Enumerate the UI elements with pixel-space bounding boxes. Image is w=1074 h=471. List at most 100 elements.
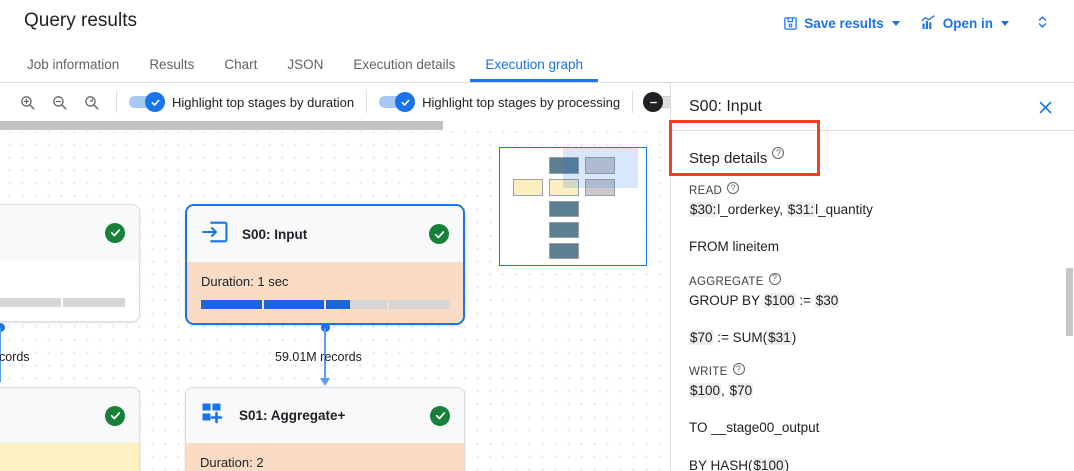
- step-details-panel: S00: Input Step details ? READ ? $30:l_o…: [670, 84, 1074, 471]
- graph-node-s00-input[interactable]: S00: Input Duration: 1 sec: [185, 204, 465, 325]
- zoom-controls: [0, 89, 104, 115]
- edge-source-dot-left: [0, 323, 5, 332]
- minimap-node: [549, 179, 579, 196]
- save-results-button[interactable]: Save results: [773, 10, 910, 37]
- edge-label-records: 59.01M records: [275, 350, 362, 364]
- duration-bar: [201, 300, 449, 309]
- minimap-node: [585, 179, 615, 196]
- minimap-node: [549, 157, 579, 174]
- minimap-viewport[interactable]: [563, 148, 638, 188]
- toggle-duration-label: Highlight top stages by duration: [172, 94, 355, 110]
- toolbar-divider: [632, 91, 634, 113]
- status-success-icon: [105, 405, 125, 426]
- tab-bar: Job information Results Chart JSON Execu…: [0, 46, 1074, 83]
- node-body: [0, 443, 139, 471]
- expand-collapse-button[interactable]: [1025, 7, 1060, 40]
- aggregate-label: AGGREGATE ?: [689, 272, 1056, 288]
- node-header: S01: Aggregate+: [186, 388, 464, 443]
- unfold-more-icon: [1035, 13, 1050, 34]
- panel-divider: [671, 130, 1074, 131]
- switch-on-icon[interactable]: [129, 92, 165, 112]
- edge-source-dot: [321, 323, 330, 332]
- node-body: Duration: 1 sec: [187, 262, 463, 323]
- step-details-heading: Step details ?: [689, 147, 1056, 167]
- node-duration: Duration: 2: [200, 455, 264, 470]
- canvas-horizontal-scrollbar[interactable]: [0, 120, 680, 131]
- node-title: S01: Aggregate+: [239, 408, 346, 423]
- write-hash: BY HASH($100): [689, 457, 790, 471]
- tab-execution-graph[interactable]: Execution graph: [470, 46, 598, 82]
- minimap-node: [549, 243, 579, 259]
- edge-label-records-clipped: ecords: [0, 350, 30, 364]
- chevron-down-icon: [1001, 20, 1009, 26]
- toggle-highlight-processing[interactable]: Highlight top stages by processing: [379, 92, 621, 112]
- edge-line-left: [0, 328, 1, 382]
- toggle-highlight-duration[interactable]: Highlight top stages by duration: [129, 92, 355, 112]
- status-success-icon: [105, 222, 125, 243]
- chevron-down-icon: [891, 20, 900, 26]
- aggregate-sum: $70 := SUM($31): [689, 329, 797, 345]
- write-label: WRITE ?: [689, 363, 1056, 378]
- edge-arrow-icon: [320, 378, 330, 386]
- panel-title: S00: Input: [689, 98, 762, 115]
- toolbar-divider: [366, 91, 368, 113]
- grid-plus-icon: [200, 401, 225, 430]
- minimap-node: [513, 179, 543, 196]
- node-header: S00: Input: [187, 206, 463, 262]
- scrollbar-thumb[interactable]: [0, 121, 443, 130]
- input-arrow-icon: [201, 220, 228, 249]
- panel-header: S00: Input: [671, 84, 1074, 130]
- open-in-button[interactable]: Open in: [910, 9, 1019, 37]
- aggregate-groupby: GROUP BY $100 := $30: [689, 292, 840, 308]
- node-header: [0, 205, 139, 260]
- zoom-reset-button[interactable]: [78, 89, 104, 115]
- graph-node-s01-aggregate[interactable]: S01: Aggregate+ Duration: 2: [185, 387, 465, 471]
- graph-node-clipped-bottom[interactable]: [0, 387, 140, 471]
- node-body: [0, 260, 139, 321]
- read-label: READ ?: [689, 182, 1056, 197]
- graph-minimap[interactable]: [499, 147, 647, 266]
- tab-chart[interactable]: Chart: [224, 56, 258, 72]
- help-icon[interactable]: ?: [732, 363, 745, 375]
- switch-on-icon[interactable]: [379, 92, 416, 112]
- close-icon[interactable]: [1032, 94, 1058, 120]
- graph-node-clipped-top[interactable]: [0, 204, 140, 322]
- step-details-label: Step details: [689, 150, 768, 167]
- help-icon[interactable]: ?: [768, 272, 781, 285]
- status-success-icon: [430, 405, 450, 426]
- status-success-icon: [429, 224, 449, 244]
- page-title: Query results: [24, 10, 137, 31]
- node-duration: Duration: 1 sec: [201, 274, 289, 289]
- from-clause: FROM lineitem: [689, 239, 780, 255]
- minimap-node: [549, 222, 579, 238]
- toolbar-divider: [116, 91, 117, 113]
- tab-job-information[interactable]: Job information: [27, 56, 120, 72]
- help-icon[interactable]: ?: [727, 182, 740, 194]
- toggle-processing-label: Highlight top stages by processing: [422, 94, 621, 110]
- tab-results[interactable]: Results: [149, 56, 195, 72]
- node-body: Duration: 2: [186, 443, 464, 471]
- node-title: S00: Input: [242, 226, 308, 242]
- read-value: $30:l_orderkey, $31:l_quantity: [689, 202, 873, 217]
- execution-graph-canvas[interactable]: S00: Input Duration: 1 sec: [0, 120, 680, 471]
- minimap-node: [549, 201, 579, 217]
- write-value: $100, $70: [689, 383, 754, 398]
- scrollbar-thumb[interactable]: [1066, 268, 1073, 336]
- open-in-label: Open in: [942, 15, 993, 31]
- zoom-out-button[interactable]: [46, 89, 72, 115]
- write-target: TO __stage00_output: [689, 420, 820, 436]
- page-header: Query results Save results: [0, 0, 1074, 46]
- zoom-in-button[interactable]: [14, 89, 40, 115]
- node-header: [0, 388, 139, 443]
- panel-content: Step details ? READ ? $30:l_orderkey, $3…: [671, 147, 1074, 471]
- tab-execution-details[interactable]: Execution details: [353, 56, 456, 72]
- tab-json[interactable]: JSON: [287, 56, 324, 72]
- save-icon: [783, 16, 798, 31]
- panel-vertical-scrollbar[interactable]: [1065, 130, 1074, 471]
- help-icon[interactable]: ?: [772, 147, 785, 159]
- minimap-node: [585, 157, 615, 174]
- duration-bar: [0, 298, 125, 307]
- header-actions: Save results Open in: [773, 0, 1060, 46]
- save-results-label: Save results: [804, 15, 884, 31]
